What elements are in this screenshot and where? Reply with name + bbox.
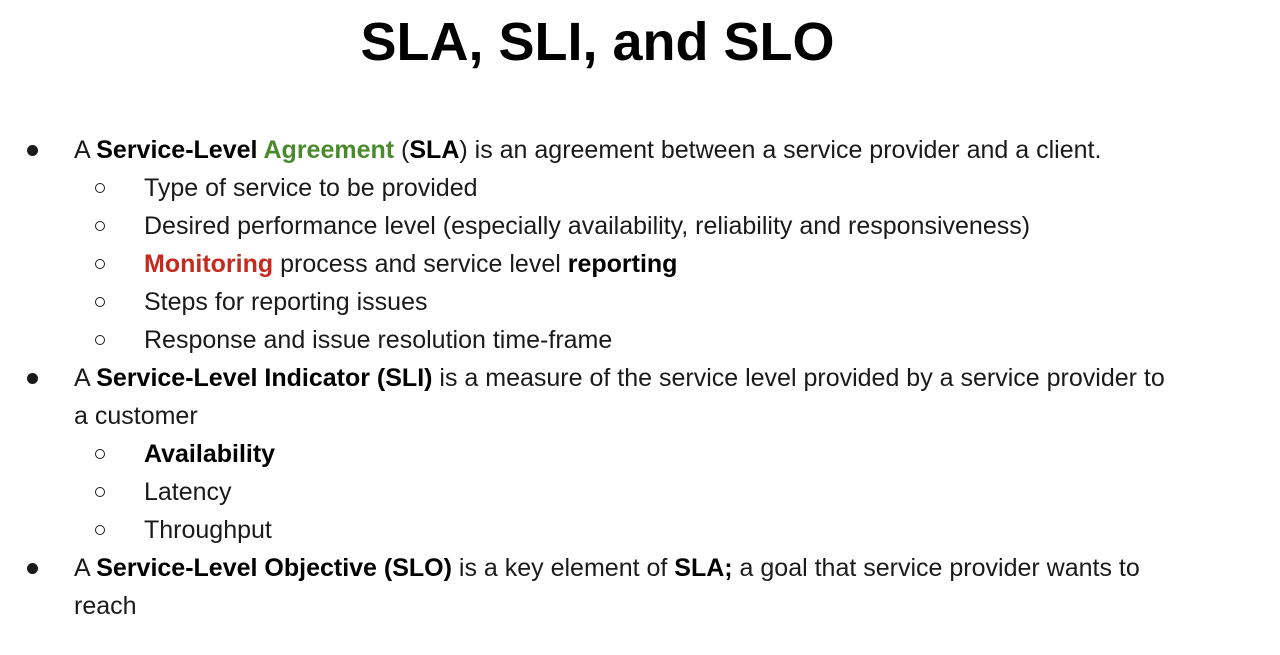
slo-middle: is a key element of <box>451 554 675 582</box>
sli-article: A <box>74 364 97 392</box>
sli-term: Service-Level Indicator (SLI) <box>96 364 433 392</box>
sub-list-item: Type of service to be provided <box>0 169 1280 207</box>
sla-article: A <box>74 136 97 164</box>
sub-item-bold: Availability <box>144 440 276 468</box>
sla-abbr: SLA <box>409 136 460 164</box>
sub-list-item: Response and issue resolution time-frame <box>0 321 1280 359</box>
bullet-circle-icon <box>95 487 105 497</box>
sub-list-item: Desired performance level (especially av… <box>0 207 1280 245</box>
sub-item-bold: reporting <box>567 250 678 278</box>
bullet-disc-icon <box>27 373 38 384</box>
sli-description-continued: a customer <box>74 402 198 430</box>
slo-abbr: SLA; <box>674 554 733 582</box>
list-item-sla: A Service-Level Agreement (SLA) is an ag… <box>0 131 1280 169</box>
bullet-circle-icon <box>95 335 105 345</box>
sub-item-text: Response and issue resolution time-frame <box>144 326 613 354</box>
sub-item-text: Latency <box>144 478 232 506</box>
bullet-disc-icon <box>27 563 38 574</box>
sub-list-item: Availability <box>0 435 1280 473</box>
sla-paren-open: ( <box>394 136 410 164</box>
page-title: SLA, SLI, and SLO <box>360 12 835 72</box>
sub-list-item: Monitoring process and service level rep… <box>0 245 1280 283</box>
sli-description: is a measure of the service level provid… <box>432 364 1165 392</box>
sub-item-text: Throughput <box>144 516 272 544</box>
bullet-circle-icon <box>95 259 105 269</box>
bullet-circle-icon <box>95 221 105 231</box>
sub-item-text: Type of service to be provided <box>144 174 478 202</box>
sla-term: Service-Level <box>96 136 264 164</box>
sla-description: ) is an agreement between a service prov… <box>459 136 1102 164</box>
sla-term-highlight: Agreement <box>263 136 395 164</box>
sub-item-text: Steps for reporting issues <box>144 288 428 316</box>
bullet-list: A Service-Level Agreement (SLA) is an ag… <box>0 131 1280 625</box>
sub-list-item: Throughput <box>0 511 1280 549</box>
slo-description: a goal that service provider wants to <box>732 554 1140 582</box>
slo-term: Service-Level Objective (SLO) <box>96 554 452 582</box>
sub-list-item: Steps for reporting issues <box>0 283 1280 321</box>
bullet-circle-icon <box>95 297 105 307</box>
bullet-disc-icon <box>27 145 38 156</box>
bullet-circle-icon <box>95 449 105 459</box>
sub-item-highlight: Monitoring <box>144 250 274 278</box>
sub-list-item: Latency <box>0 473 1280 511</box>
sub-item-text: process and service level <box>273 250 568 278</box>
list-item-sli: A Service-Level Indicator (SLI) is a mea… <box>0 359 1280 397</box>
list-item-slo: A Service-Level Objective (SLO) is a key… <box>0 549 1280 587</box>
slo-description-continued: reach <box>74 592 137 620</box>
bullet-circle-icon <box>95 525 105 535</box>
slo-article: A <box>74 554 97 582</box>
sub-item-text: Desired performance level (especially av… <box>144 212 1031 240</box>
bullet-circle-icon <box>95 183 105 193</box>
